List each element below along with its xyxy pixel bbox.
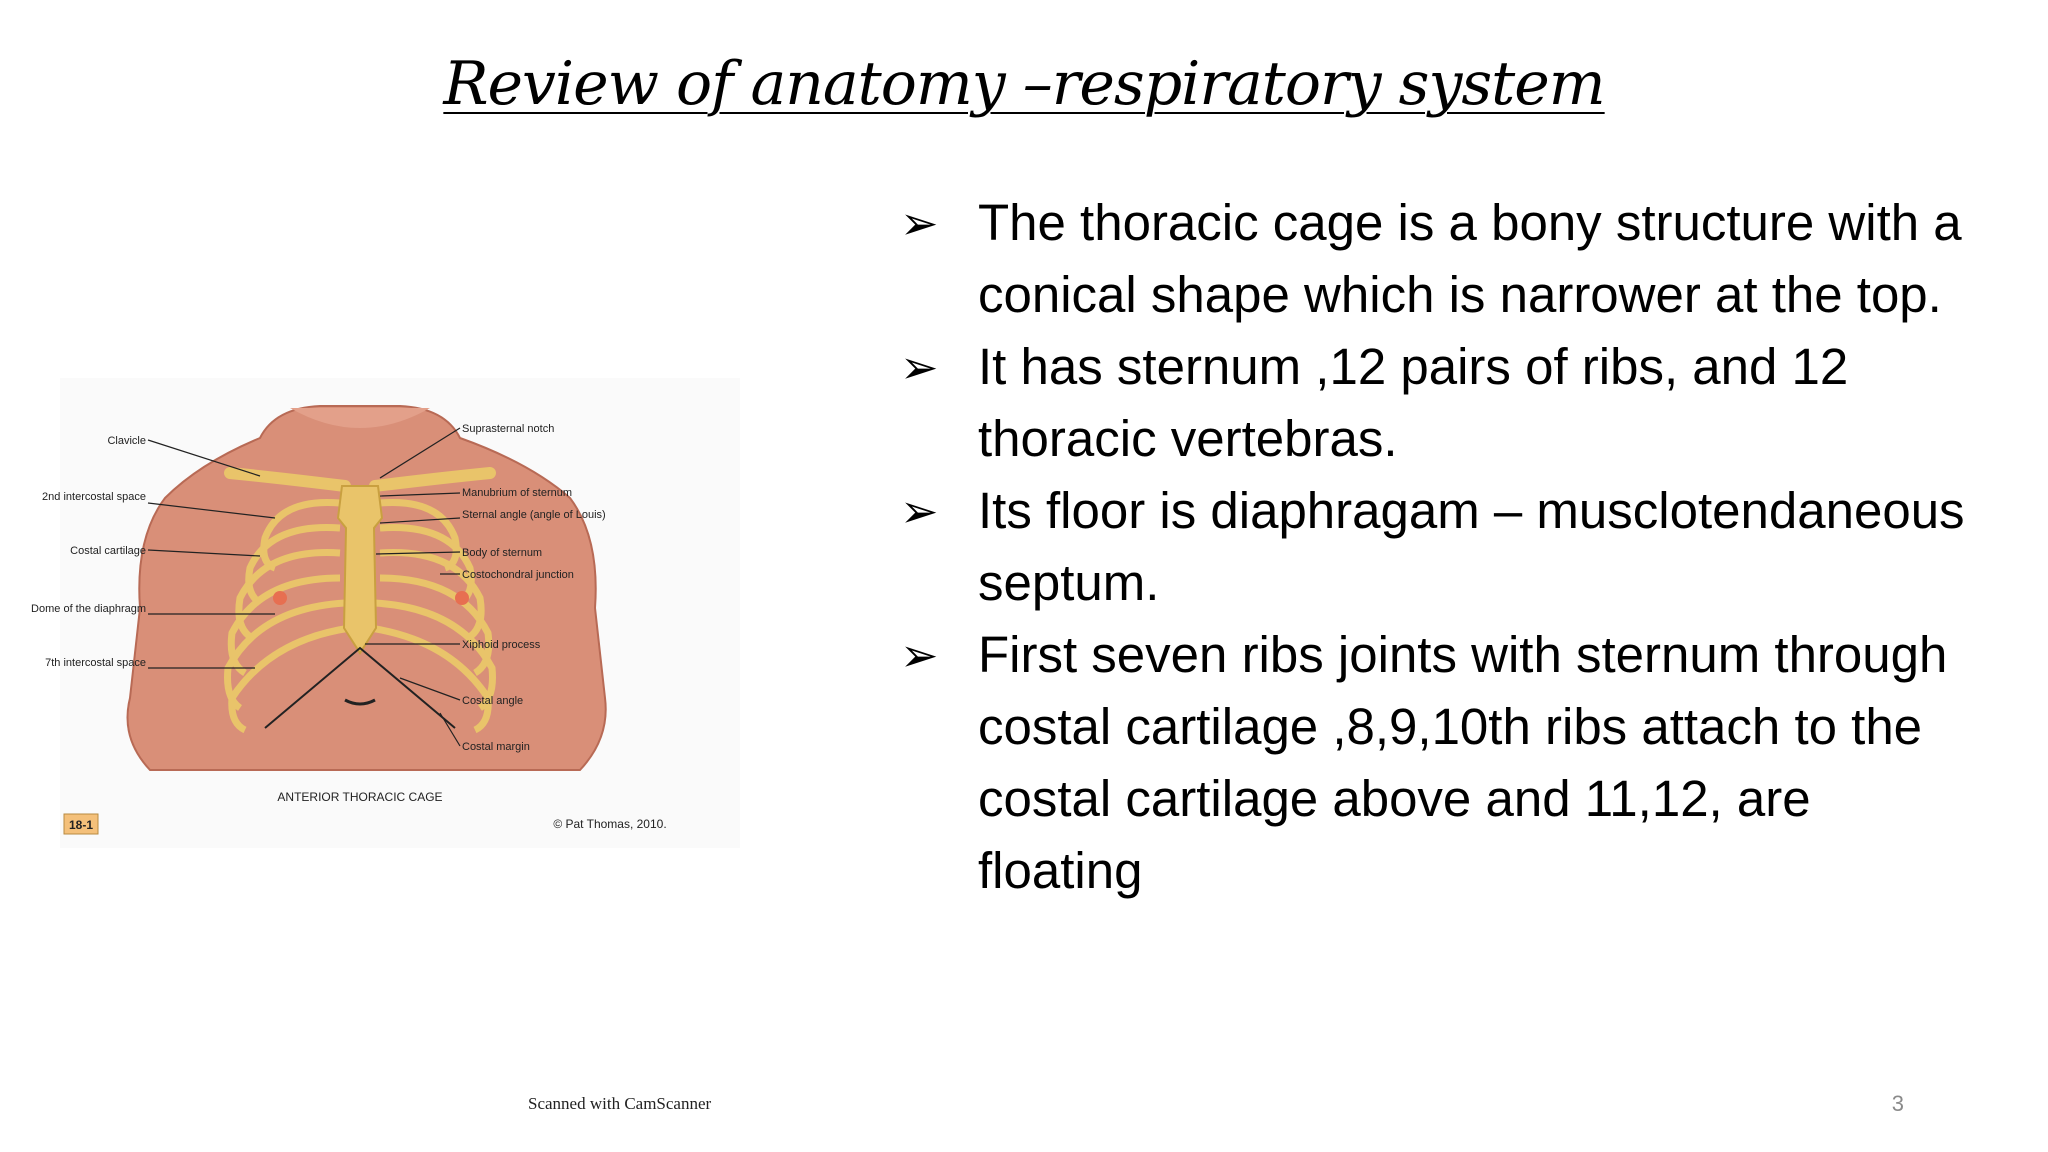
- figure-number: 18-1: [69, 818, 93, 832]
- label-7th-intercostal-space: 7th intercostal space: [45, 657, 146, 669]
- clavicle-right: [369, 467, 496, 492]
- figure-credit: © Pat Thomas, 2010.: [553, 817, 666, 831]
- slide-title: Review of anatomy –respiratory system: [0, 48, 2048, 120]
- scan-footer: Scanned with CamScanner: [528, 1094, 712, 1113]
- figure-caption: ANTERIOR THORACIC CAGE: [277, 790, 442, 804]
- clavicle-left: [224, 467, 351, 492]
- label-costal-margin: Costal margin: [462, 741, 530, 753]
- page-number: 3: [1891, 1091, 1904, 1116]
- label-costal-angle: Costal angle: [462, 695, 523, 707]
- label-sternal-angle: Sternal angle (angle of Louis): [462, 509, 606, 521]
- ribs: [224, 498, 496, 734]
- sternum: [336, 485, 384, 655]
- bullet-text: It has sternum ,12 pairs of ribs, and 12…: [978, 338, 1849, 467]
- bullet-list: ➢ The thoracic cage is a bony structure …: [900, 187, 1980, 907]
- label-dome-of-diaphragm: Dome of the diaphragm: [31, 603, 146, 615]
- arrow-bullet-icon: ➢: [900, 484, 939, 538]
- arrow-bullet-icon: ➢: [900, 628, 939, 682]
- arrow-bullet-icon: ➢: [900, 196, 939, 250]
- thoracic-cage-figure: Clavicle 2nd intercostal space Costal ca…: [31, 378, 740, 848]
- slide-title-text: Review of anatomy –respiratory system: [443, 49, 1605, 119]
- label-xiphoid-process: Xiphoid process: [462, 639, 541, 651]
- costal-margin: [264, 646, 456, 729]
- arrow-bullet-icon: ➢: [900, 340, 939, 394]
- label-2nd-intercostal-space: 2nd intercostal space: [42, 491, 146, 503]
- label-manubrium: Manubrium of sternum: [462, 487, 572, 499]
- label-suprasternal-notch: Suprasternal notch: [462, 423, 554, 435]
- label-costal-cartilage: Costal cartilage: [70, 545, 146, 557]
- bullet-item: ➢ First seven ribs joints with sternum t…: [900, 619, 1980, 907]
- label-costochondral-junction: Costochondral junction: [462, 569, 574, 581]
- thoracic-cage-illustration: Clavicle 2nd intercostal space Costal ca…: [31, 405, 667, 835]
- bullet-text: The thoracic cage is a bony structure wi…: [978, 194, 1962, 323]
- label-clavicle: Clavicle: [107, 435, 146, 447]
- label-body-of-sternum: Body of sternum: [462, 547, 542, 559]
- bullet-item: ➢ The thoracic cage is a bony structure …: [900, 187, 1980, 331]
- bullet-item: ➢ Its floor is diaphragam – musclotendan…: [900, 475, 1980, 619]
- bullet-item: ➢ It has sternum ,12 pairs of ribs, and …: [900, 331, 1980, 475]
- bullet-text: Its floor is diaphragam – musclotendaneo…: [978, 482, 1965, 611]
- bullet-text: First seven ribs joints with sternum thr…: [978, 626, 1948, 899]
